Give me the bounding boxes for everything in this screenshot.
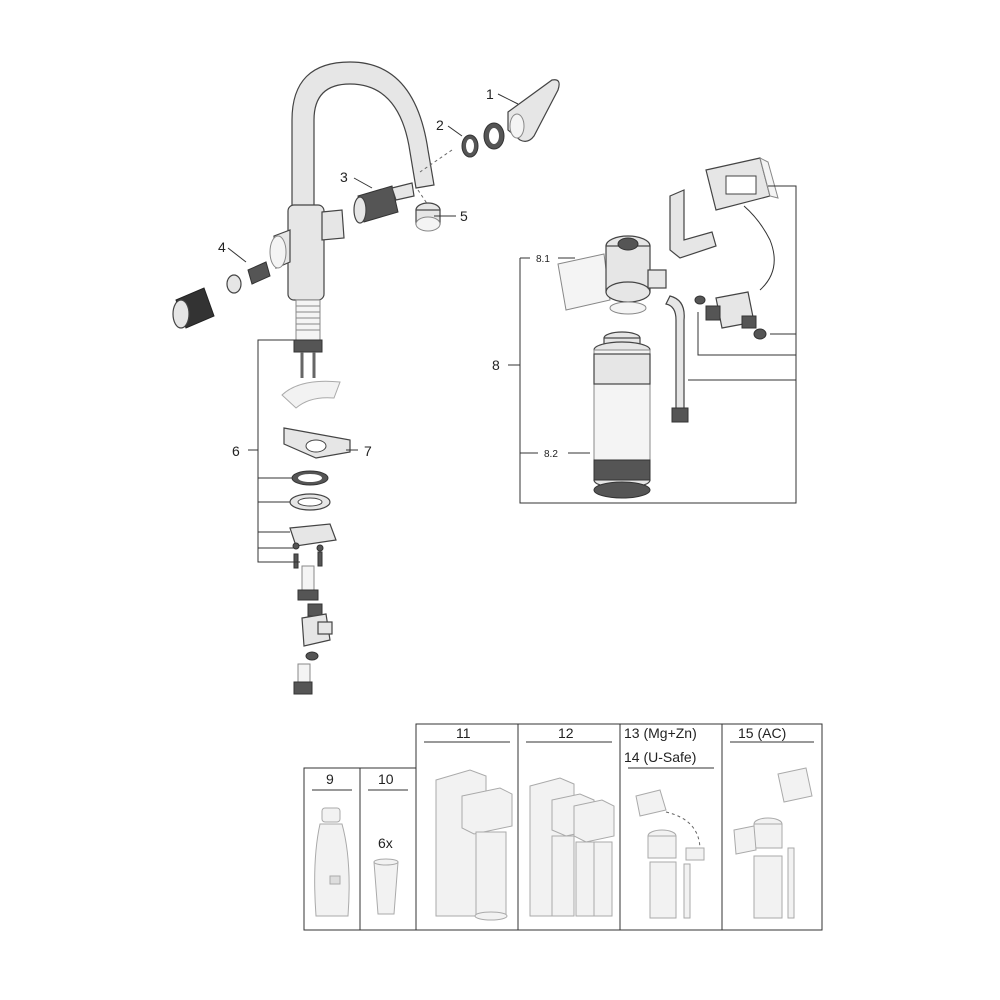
filter-leaders bbox=[508, 185, 797, 504]
accessory-9-label: 9 bbox=[326, 771, 334, 787]
accessory-13-label: 13 (Mg+Zn) bbox=[624, 725, 697, 741]
cooler-triple-icon bbox=[529, 777, 615, 917]
callout-6: 6 bbox=[232, 443, 240, 459]
callout-1: 1 bbox=[486, 86, 494, 102]
faucet-spout-icon bbox=[291, 61, 435, 211]
callout-7: 7 bbox=[364, 443, 372, 459]
callout-5: 5 bbox=[460, 208, 468, 224]
wall-bracket bbox=[669, 189, 717, 259]
callout-8: 8 bbox=[492, 357, 500, 373]
filter-cartridge-icon bbox=[593, 331, 651, 499]
mounting-kit bbox=[281, 380, 351, 569]
handle-lever-icon bbox=[507, 79, 560, 142]
backing-plate bbox=[289, 523, 337, 547]
o-ring-set bbox=[461, 122, 505, 158]
valve-block bbox=[694, 291, 767, 340]
callout-4: 4 bbox=[218, 239, 226, 255]
callout-8-2: 8.2 bbox=[544, 449, 558, 460]
accessory-15-label: 15 (AC) bbox=[738, 725, 786, 741]
filter-assembly bbox=[557, 157, 779, 499]
filter-kit-icon bbox=[635, 789, 705, 919]
callout-3: 3 bbox=[340, 169, 348, 185]
valve-insert bbox=[226, 261, 271, 294]
control-box-icon bbox=[705, 157, 779, 211]
accessory-10-qty: 6x bbox=[378, 835, 393, 851]
cooler-icon bbox=[435, 769, 513, 921]
aerator bbox=[415, 202, 441, 232]
callout-8-1: 8.1 bbox=[536, 254, 550, 265]
callout-2: 2 bbox=[436, 117, 444, 133]
accessory-12-label: 12 bbox=[558, 725, 574, 741]
accessory-14-label: 14 (U-Safe) bbox=[624, 749, 696, 765]
filter-ac-icon bbox=[733, 767, 813, 919]
faucet-body bbox=[287, 204, 325, 301]
accessory-10-label: 10 bbox=[378, 771, 394, 787]
glass-icon bbox=[373, 858, 399, 915]
cartridge-icon bbox=[353, 182, 415, 224]
accessory-11-label: 11 bbox=[456, 725, 471, 741]
faucet-assembly bbox=[269, 61, 435, 378]
filter-head-icon bbox=[557, 235, 667, 315]
knurled-knob bbox=[172, 287, 215, 329]
hose-connectors bbox=[293, 565, 333, 695]
bottle-icon bbox=[314, 807, 350, 917]
faucet-leaders bbox=[227, 93, 519, 563]
